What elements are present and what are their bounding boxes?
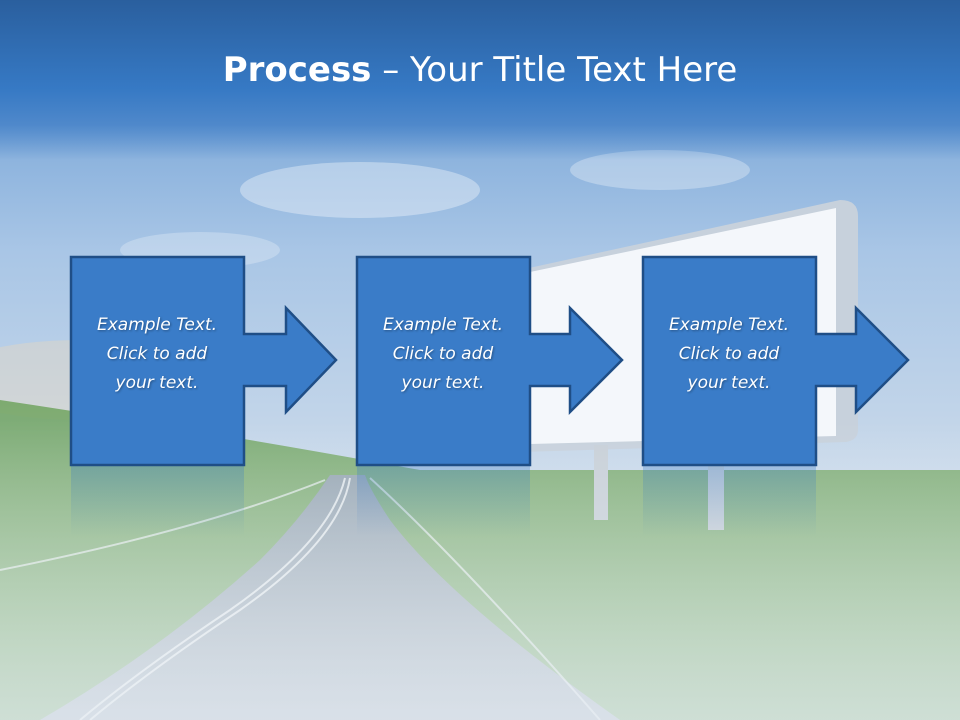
step-1-reflection [71,466,244,536]
reflections [71,466,816,536]
step-3-reflection [643,466,816,536]
title-rest: – Your Title Text Here [371,50,738,90]
step-1-line-1: Example Text. [96,315,218,335]
step-1-line-2: Click to add [106,344,208,364]
step-3-shape[interactable] [641,255,910,467]
cloud [570,150,750,190]
title-bar [0,0,960,160]
step-3-line-3: your text. [687,373,771,393]
step-3-line-1: Example Text. [668,315,790,335]
step-3-text[interactable]: Example Text. Click to add your text. [643,311,815,398]
cloud [240,162,480,218]
step-2-line-3: your text. [401,373,485,393]
step-3-line-2: Click to add [678,344,780,364]
step-2-line-2: Click to add [392,344,494,364]
slide-title[interactable]: Process – Your Title Text Here [0,50,960,90]
title-bold: Process [222,50,372,90]
step-2-shape[interactable] [355,255,624,467]
step-1-line-3: your text. [115,373,199,393]
step-1-text[interactable]: Example Text. Click to add your text. [71,311,243,398]
step-2-reflection [357,466,530,536]
step-1-shape[interactable] [69,255,338,467]
step-2-line-1: Example Text. [382,315,504,335]
step-2-text[interactable]: Example Text. Click to add your text. [357,311,529,398]
